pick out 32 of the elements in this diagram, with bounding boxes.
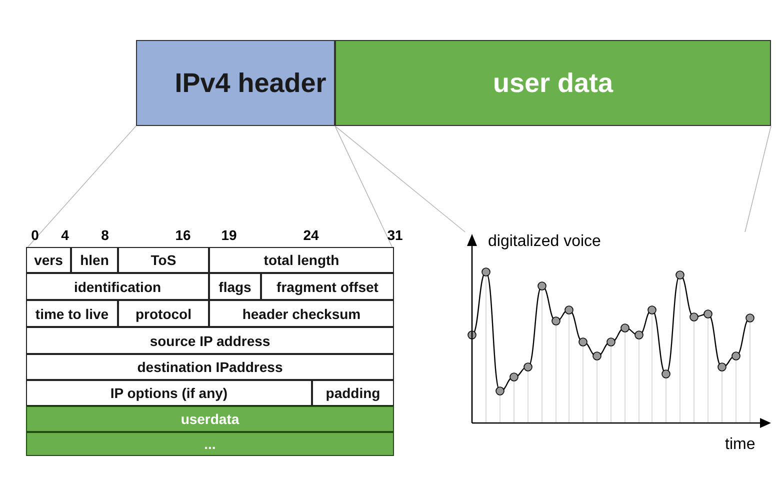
bit-number: 16 (175, 227, 191, 243)
header-field: ToS (118, 247, 209, 273)
payload-row: userdata (26, 406, 394, 432)
header-field: destination IPaddress (26, 354, 394, 380)
leader-line (744, 126, 772, 232)
header-block: IPv4 header (136, 40, 335, 126)
header-field: flags (209, 273, 261, 300)
bit-number: 0 (31, 227, 39, 243)
header-field: time to live (26, 300, 118, 327)
bit-number: 19 (221, 227, 237, 243)
header-field: fragment offset (261, 273, 394, 300)
header-table (26, 247, 394, 457)
bit-number: 24 (303, 227, 319, 243)
header-field: total length (209, 247, 394, 273)
header-field: identification (26, 273, 209, 300)
data-block: user data (335, 40, 771, 126)
axis-label: digitalized voice (488, 233, 601, 251)
header-field: padding (312, 380, 394, 406)
bit-number: 31 (387, 227, 403, 243)
header-field: IP options (if any) (26, 380, 312, 406)
bit-number: 4 (61, 227, 69, 243)
leader-line (334, 126, 393, 248)
header-field: hlen (71, 247, 118, 273)
header-field: vers (26, 247, 71, 273)
header-field: protocol (118, 300, 209, 327)
header-field: header checksum (209, 300, 394, 327)
payload-row: ... (26, 432, 394, 456)
header-field: source IP address (26, 327, 394, 354)
bit-number: 8 (101, 227, 109, 243)
axis-label: time (725, 436, 756, 454)
leader-line (334, 126, 466, 232)
leader-line (27, 126, 136, 248)
